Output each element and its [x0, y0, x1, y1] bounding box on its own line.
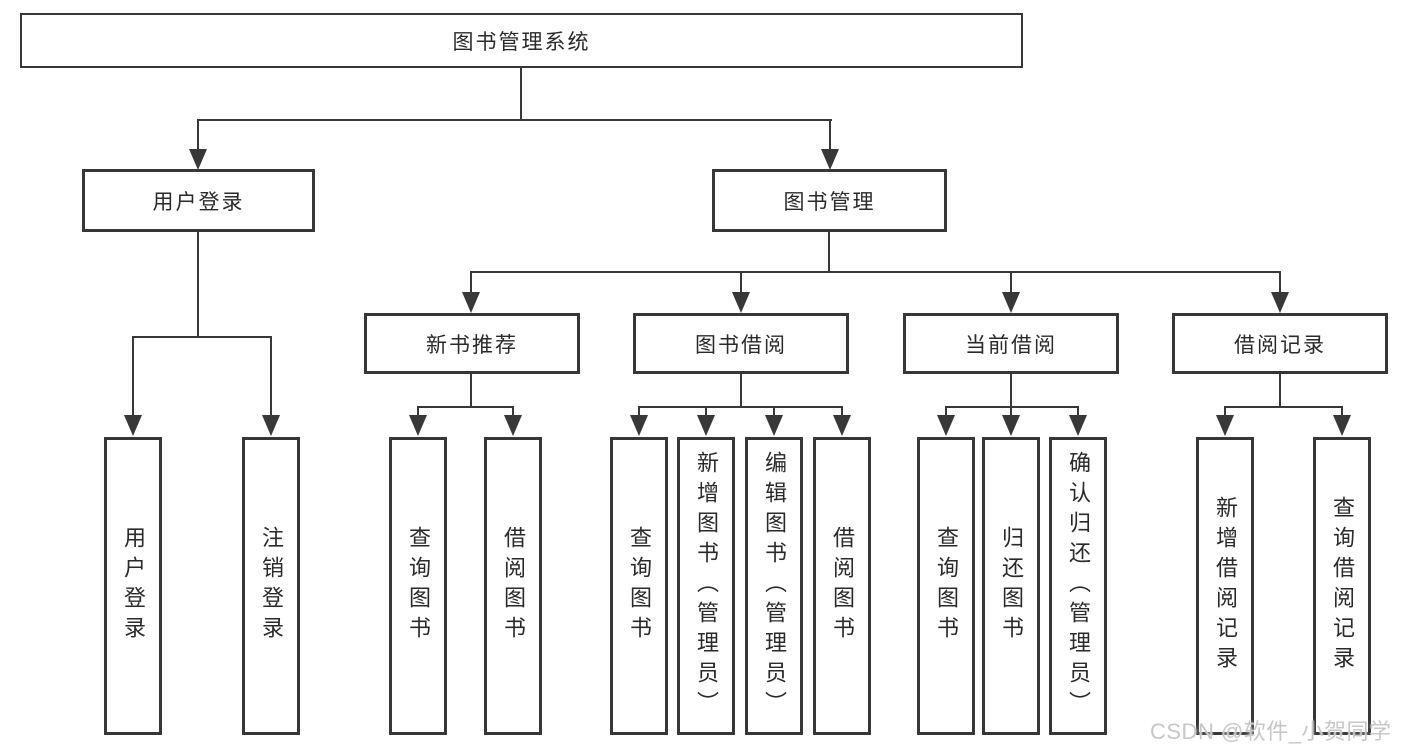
node-book-borrow: 图书借阅	[633, 313, 849, 374]
leaf-label: 编辑图书（管理员）	[762, 451, 787, 721]
leaf-add-borrow-record: 新增借阅记录	[1196, 437, 1254, 735]
leaf-label: 借阅图书	[501, 526, 526, 646]
arrowhead-query-books-2	[630, 415, 648, 436]
node-library-management-system: 图书管理系统	[20, 13, 1023, 68]
node-borrow-records: 借阅记录	[1172, 313, 1388, 374]
connector-user-login-bar	[132, 336, 272, 338]
leaf-return-book: 归还图书	[982, 437, 1040, 735]
leaf-label: 用户登录	[121, 526, 146, 646]
connector-arrow-stem	[773, 408, 775, 416]
arrowhead-return-book	[1002, 415, 1020, 436]
connector-book-borrow-stem	[740, 374, 742, 407]
connector-arrow-stem	[638, 408, 640, 416]
connector-root-bar	[197, 119, 832, 121]
connector-current-borrow-stem	[1010, 374, 1012, 407]
leaf-label: 查询图书	[934, 526, 959, 646]
arrowhead-edit-book-admin	[765, 415, 783, 436]
connector-arrow-stem	[1341, 408, 1343, 416]
arrowhead-book-borrow	[732, 292, 750, 313]
arrowhead-query-borrow-record	[1333, 415, 1351, 436]
connector-root-stem	[520, 68, 522, 120]
leaf-label: 新增图书（管理员）	[694, 451, 719, 721]
leaf-add-book-admin: 新增图书（管理员）	[677, 437, 735, 735]
leaf-label: 新增借阅记录	[1213, 496, 1238, 676]
node-label: 用户登录	[152, 190, 245, 214]
leaf-label: 归还图书	[999, 526, 1024, 646]
node-label: 当前借阅	[965, 333, 1057, 357]
leaf-label: 查询借阅记录	[1330, 496, 1355, 676]
arrowhead-borrow-records	[1271, 292, 1289, 313]
node-label: 新书推荐	[426, 333, 518, 357]
arrowhead-add-borrow-record	[1216, 415, 1234, 436]
arrowhead-query-books-3	[937, 415, 955, 436]
connector-recommend-bar	[417, 406, 514, 408]
leaf-query-borrow-record: 查询借阅记录	[1313, 437, 1371, 735]
node-label: 图书管理	[783, 190, 876, 214]
arrowhead-query-books-1	[409, 415, 427, 436]
connector-arrow-stem	[512, 408, 514, 416]
node-book-management: 图书管理	[712, 169, 947, 232]
connector-arrow-stem	[1077, 408, 1079, 416]
connector-book-borrow-bar	[638, 406, 843, 408]
node-new-book-recommend: 新书推荐	[364, 313, 580, 374]
connector-arrow-stem	[945, 408, 947, 416]
connector-recommend-stem	[470, 374, 472, 407]
leaf-label: 查询图书	[406, 526, 431, 646]
node-current-borrow: 当前借阅	[903, 313, 1119, 374]
arrowhead-book-management	[821, 149, 839, 170]
arrowhead-confirm-return-admin	[1069, 415, 1087, 436]
leaf-label: 注销登录	[259, 526, 284, 646]
node-label: 图书管理系统	[452, 30, 591, 54]
connector-arrow-stem-leaf-logout	[270, 338, 272, 415]
arrowhead-user-login	[189, 149, 207, 170]
connector-arrow-stem	[1010, 408, 1012, 416]
leaf-borrow-books-2: 借阅图书	[813, 437, 871, 735]
connector-arrow-stem	[705, 408, 707, 416]
leaf-user-login: 用户登录	[104, 437, 162, 735]
leaf-query-books-1: 查询图书	[389, 437, 447, 735]
node-user-login: 用户登录	[82, 169, 315, 232]
connector-borrow-records-stem	[1279, 374, 1281, 407]
arrowhead-add-book-admin	[697, 415, 715, 436]
leaf-label: 确认归还（管理员）	[1066, 451, 1091, 721]
arrowhead-leaf-logout	[262, 415, 280, 436]
connector-arrow-stem	[1224, 408, 1226, 416]
connector-user-login-stem	[197, 232, 199, 337]
connector-arrow-stem-current-borrow	[1010, 273, 1012, 293]
leaf-edit-book-admin: 编辑图书（管理员）	[745, 437, 803, 735]
watermark-text: CSDN @软件_小贺同学	[1150, 719, 1392, 744]
arrowhead-current-borrow	[1002, 292, 1020, 313]
leaf-borrow-books-1: 借阅图书	[484, 437, 542, 735]
connector-arrow-stem-user-login	[197, 121, 199, 150]
node-label: 图书借阅	[695, 333, 787, 357]
connector-arrow-stem-book-borrow	[740, 273, 742, 293]
connector-book-management-bar	[470, 271, 1281, 273]
connector-book-management-stem	[828, 232, 830, 272]
connector-arrow-stem	[841, 408, 843, 416]
connector-current-borrow-bar	[945, 406, 1079, 408]
connector-arrow-stem-book-management	[829, 121, 831, 150]
leaf-label: 查询图书	[627, 526, 652, 646]
arrowhead-leaf-user-login	[124, 415, 142, 436]
leaf-query-books-3: 查询图书	[917, 437, 975, 735]
connector-arrow-stem-new-book	[470, 273, 472, 293]
connector-arrow-stem-leaf-user-login	[132, 338, 134, 415]
connector-borrow-records-bar	[1224, 406, 1343, 408]
node-label: 借阅记录	[1234, 333, 1326, 357]
arrowhead-new-book	[462, 292, 480, 313]
arrowhead-borrow-books-1	[504, 415, 522, 436]
leaf-label: 借阅图书	[830, 526, 855, 646]
leaf-query-books-2: 查询图书	[610, 437, 668, 735]
connector-arrow-stem-borrow-records	[1279, 273, 1281, 293]
arrowhead-borrow-books-2	[833, 415, 851, 436]
connector-arrow-stem	[417, 408, 419, 416]
leaf-logout: 注销登录	[242, 437, 300, 735]
leaf-confirm-return-admin: 确认归还（管理员）	[1049, 437, 1107, 735]
